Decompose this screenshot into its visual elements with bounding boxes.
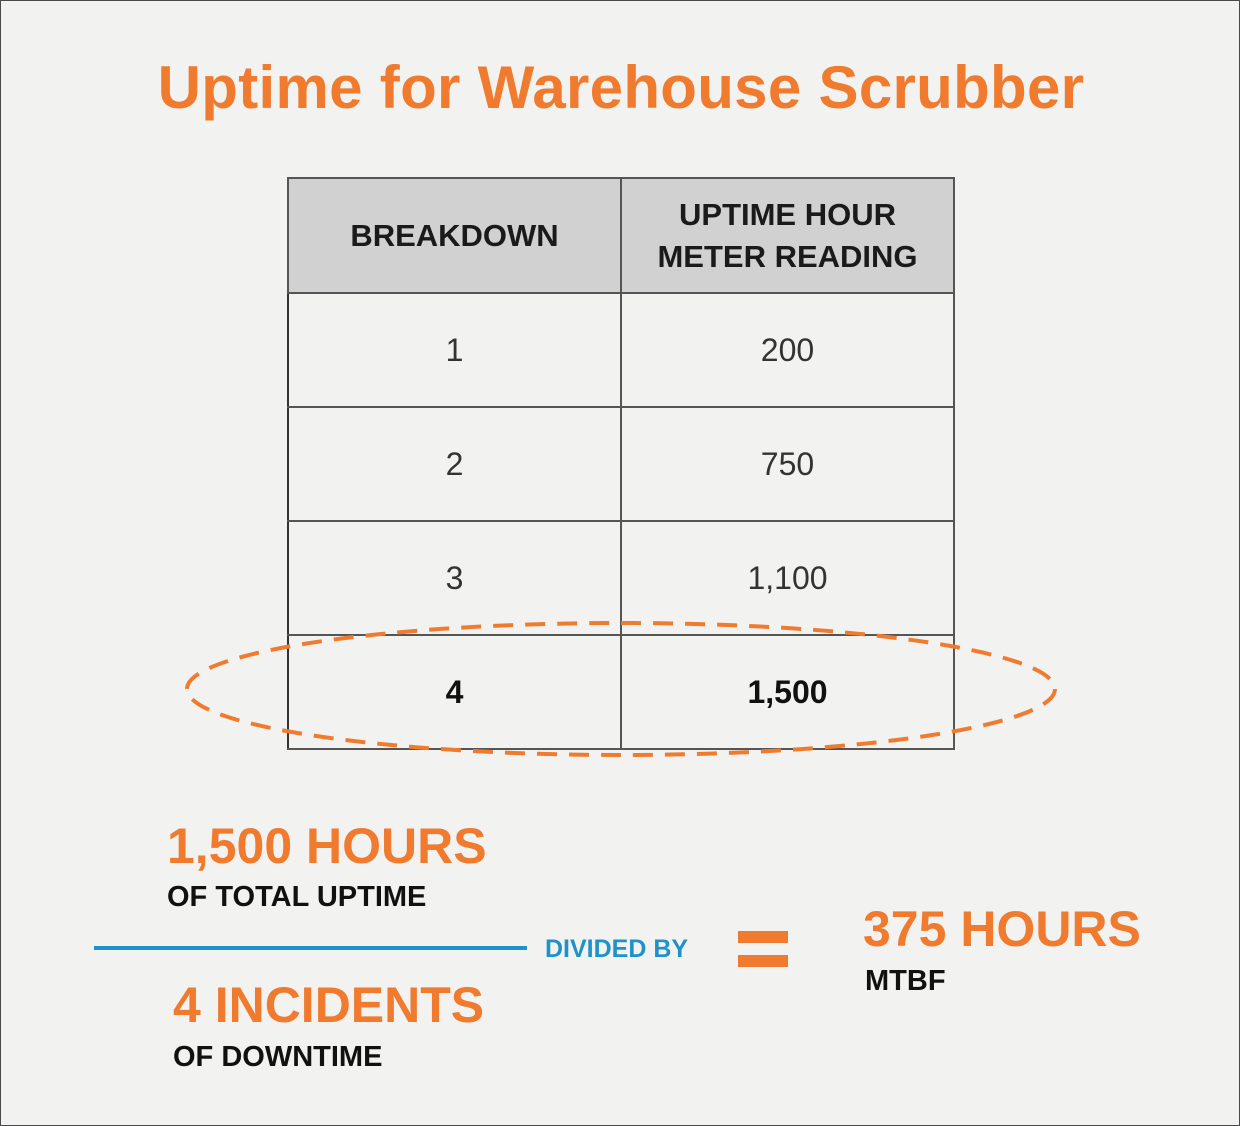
reading-cell: 750 xyxy=(620,406,955,522)
operator-label: DIVIDED BY xyxy=(545,935,689,963)
table-row: 3 1,100 xyxy=(287,520,955,636)
page-title: Uptime for Warehouse Scrubber xyxy=(157,54,1085,121)
reading-cell: 1,500 xyxy=(620,634,955,750)
fraction-divider xyxy=(94,946,527,950)
numerator-value: 1,500 HOURS xyxy=(167,818,487,874)
breakdown-cell: 4 xyxy=(287,634,622,750)
breakdown-cell: 2 xyxy=(287,406,622,522)
denominator-value: 4 INCIDENTS xyxy=(173,977,485,1033)
result-value: 375 HOURS xyxy=(863,901,1141,957)
column-header-meter-reading: UPTIME HOUR METER READING xyxy=(620,177,955,294)
numerator-label: OF TOTAL UPTIME xyxy=(167,881,427,913)
table-header-row: BREAKDOWN UPTIME HOUR METER READING xyxy=(287,177,955,294)
reading-cell: 200 xyxy=(620,292,955,408)
column-header-breakdown: BREAKDOWN xyxy=(287,177,622,294)
breakdown-cell: 1 xyxy=(287,292,622,408)
denominator-label: OF DOWNTIME xyxy=(173,1041,383,1073)
meter-reading-table: BREAKDOWN UPTIME HOUR METER READING 1 20… xyxy=(287,177,955,750)
breakdown-cell: 3 xyxy=(287,520,622,636)
table-row: 2 750 xyxy=(287,406,955,522)
equals-icon xyxy=(738,929,788,969)
table-row: 1 200 xyxy=(287,292,955,408)
reading-cell: 1,100 xyxy=(620,520,955,636)
table-row-highlighted: 4 1,500 xyxy=(287,634,955,750)
result-label: MTBF xyxy=(865,965,946,997)
